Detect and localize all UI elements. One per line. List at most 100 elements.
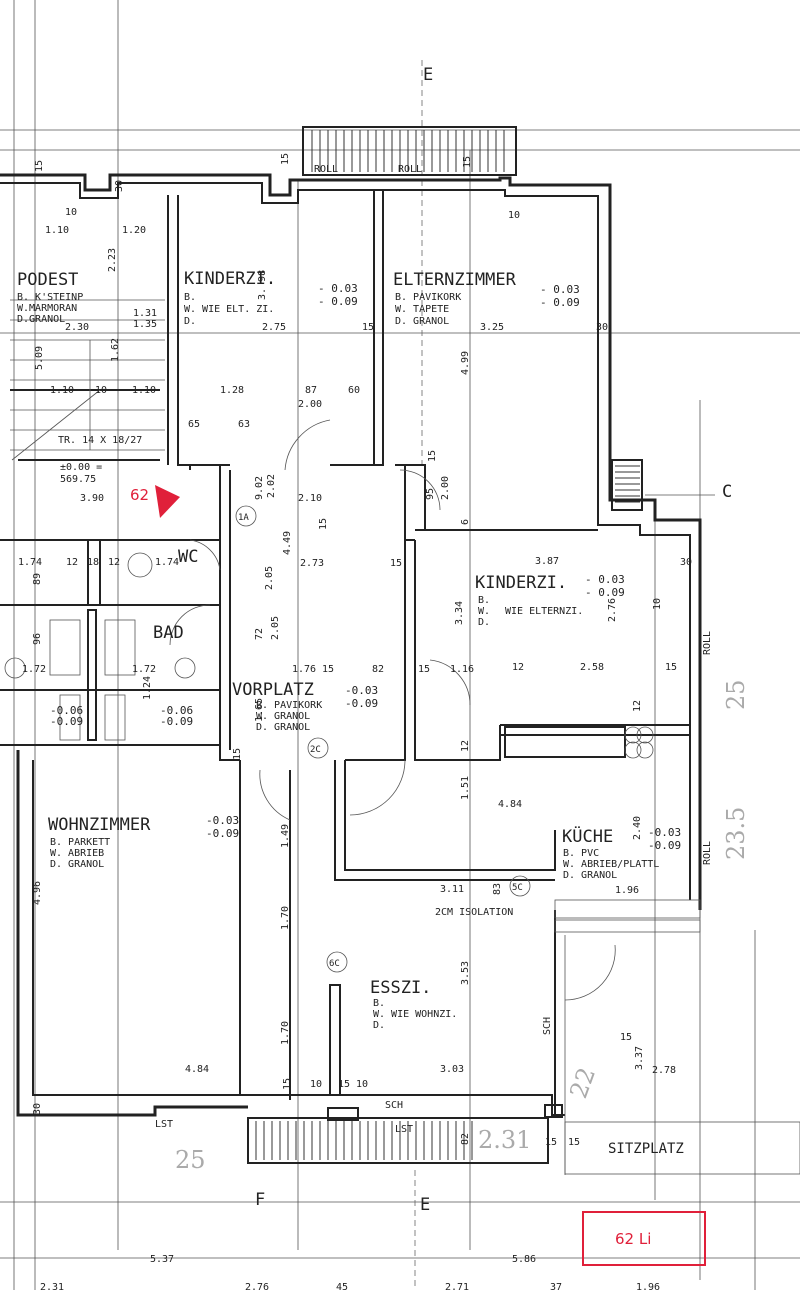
- svg-text:15: 15: [282, 1078, 293, 1090]
- svg-text:D.GRANOL: D.GRANOL: [17, 314, 65, 325]
- section-e-bottom: E: [420, 1195, 430, 1215]
- svg-text:15: 15: [665, 662, 677, 673]
- svg-text:D. GRANOL: D. GRANOL: [563, 870, 617, 881]
- svg-text:2.31: 2.31: [40, 1282, 64, 1290]
- room-name-esszi: ESSZI.: [370, 978, 431, 998]
- svg-text:15: 15: [34, 160, 45, 172]
- svg-text:±0.00 =: ±0.00 =: [60, 462, 102, 473]
- svg-text:2.05: 2.05: [264, 566, 275, 590]
- svg-text:87: 87: [305, 385, 317, 396]
- svg-text:1.70: 1.70: [280, 1021, 291, 1045]
- svg-text:1.16: 1.16: [450, 664, 474, 675]
- svg-text:12: 12: [108, 557, 120, 568]
- svg-text:4.99: 4.99: [460, 351, 471, 375]
- top-balcony: [302, 126, 517, 176]
- dimension-labels: 1.20 1.10 10 2.23 30 15 15 10 15 2.30 1.…: [18, 153, 692, 1290]
- stair-spec: TR. 14 X 18/27 ±0.00 = 569.75: [58, 435, 142, 485]
- room-kueche: KÜCHE B. PVC W. ABRIEB/PLATTL D. GRANOL …: [562, 825, 681, 881]
- room-wohnzimmer: WOHNZIMMER B. PARKETT W. ABRIEB D. GRANO…: [48, 814, 239, 870]
- svg-text:4.96: 4.96: [32, 881, 43, 905]
- svg-text:569.75: 569.75: [60, 474, 96, 485]
- room-name-kinderzi-1: KINDERZI.: [184, 269, 276, 289]
- svg-text:B. K'STEINP: B. K'STEINP: [17, 292, 83, 303]
- svg-text:2.71: 2.71: [445, 1282, 469, 1290]
- svg-text:1.72: 1.72: [22, 664, 46, 675]
- svg-text:B. PAVIKORK: B. PAVIKORK: [395, 292, 461, 303]
- svg-text:30: 30: [32, 1103, 43, 1115]
- room-name-bad: BAD: [153, 623, 184, 643]
- svg-text:- 0.03: - 0.03: [318, 282, 358, 295]
- svg-text:ROLL: ROLL: [314, 164, 338, 175]
- svg-text:22: 22: [564, 1064, 601, 1102]
- svg-text:15: 15: [418, 664, 430, 675]
- svg-text:- 0.09: - 0.09: [540, 296, 580, 309]
- svg-text:1.49: 1.49: [280, 824, 291, 848]
- sitzplatz-outline: [564, 935, 800, 1175]
- svg-text:2.76: 2.76: [607, 598, 618, 622]
- svg-text:-0.09: -0.09: [50, 715, 83, 728]
- marker-2c: 2C: [310, 745, 321, 755]
- red-box: [582, 1211, 706, 1266]
- svg-text:4.49: 4.49: [282, 531, 293, 555]
- isolation-note: 2CM ISOLATION: [435, 907, 513, 918]
- svg-text:-0.09: -0.09: [345, 697, 378, 710]
- svg-text:45: 45: [336, 1282, 348, 1290]
- svg-text:25: 25: [722, 679, 750, 710]
- svg-text:5.09: 5.09: [34, 346, 45, 370]
- svg-text:4.84: 4.84: [498, 799, 522, 810]
- svg-text:18: 18: [87, 557, 99, 568]
- svg-text:2.10: 2.10: [298, 493, 322, 504]
- position-markers: 1A 2C 5C 6C: [235, 505, 531, 973]
- svg-text:2.02: 2.02: [266, 474, 277, 498]
- svg-text:- 0.09: - 0.09: [318, 295, 358, 308]
- bottom-balcony: [247, 1104, 563, 1164]
- svg-text:30: 30: [680, 557, 692, 568]
- svg-text:10: 10: [310, 1079, 322, 1090]
- svg-text:5.86: 5.86: [512, 1254, 536, 1265]
- section-e-top: E: [423, 65, 433, 85]
- svg-text:2.73: 2.73: [300, 558, 324, 569]
- door-swings: [169, 419, 616, 1001]
- svg-text:1.96: 1.96: [636, 1282, 660, 1290]
- outer-walls: [0, 173, 702, 1117]
- svg-text:2.76: 2.76: [245, 1282, 269, 1290]
- svg-text:ROLL: ROLL: [702, 631, 713, 655]
- svg-text:-0.03: -0.03: [648, 826, 681, 839]
- svg-text:12: 12: [460, 740, 471, 752]
- svg-text:D. GRANOL: D. GRANOL: [256, 722, 310, 733]
- svg-text:12: 12: [632, 700, 643, 712]
- marker-6c: 6C: [329, 959, 340, 969]
- svg-text:2.30: 2.30: [65, 322, 89, 333]
- svg-text:10: 10: [356, 1079, 368, 1090]
- room-name-sitzplatz: SITZPLATZ: [608, 1141, 684, 1157]
- svg-text:1.35: 1.35: [133, 319, 157, 330]
- svg-text:1.10: 1.10: [132, 385, 156, 396]
- svg-text:3.90: 3.90: [80, 493, 104, 504]
- svg-text:W. WIE WOHNZI.: W. WIE WOHNZI.: [373, 1009, 457, 1020]
- faint-numbers: 25 2.31 25 23.5 22: [175, 679, 750, 1174]
- svg-text:10: 10: [508, 210, 520, 221]
- svg-text:1.70: 1.70: [280, 906, 291, 930]
- room-vorplatz: VORPLATZ B. PAVIKORK W. GRANOL D. GRANOL…: [232, 680, 378, 733]
- svg-text:65: 65: [188, 419, 200, 430]
- svg-text:1.76: 1.76: [292, 664, 316, 675]
- svg-text:W.MARMORAN: W.MARMORAN: [17, 303, 77, 314]
- svg-text:B.: B.: [478, 595, 490, 606]
- room-name-wc: WC: [178, 547, 198, 567]
- svg-text:83: 83: [492, 883, 503, 895]
- svg-text:D.: D.: [478, 617, 490, 628]
- svg-text:- 0.09: - 0.09: [585, 586, 625, 599]
- svg-text:1.24: 1.24: [142, 676, 153, 700]
- svg-text:89: 89: [32, 573, 43, 585]
- svg-text:37: 37: [550, 1282, 562, 1290]
- svg-text:1.51: 1.51: [460, 776, 471, 800]
- room-name-kueche: KÜCHE: [562, 825, 613, 847]
- svg-text:D. GRANOL: D. GRANOL: [50, 859, 104, 870]
- svg-text:-0.03: -0.03: [206, 814, 239, 827]
- svg-text:1.74: 1.74: [18, 557, 42, 568]
- svg-text:82: 82: [460, 1133, 471, 1145]
- room-kinderzi-2: KINDERZI. B. W. D. WIE ELTERNZI. - 0.03 …: [475, 573, 625, 628]
- svg-text:TR. 14 X 18/27: TR. 14 X 18/27: [58, 435, 142, 446]
- room-name-podest: PODEST: [17, 270, 78, 290]
